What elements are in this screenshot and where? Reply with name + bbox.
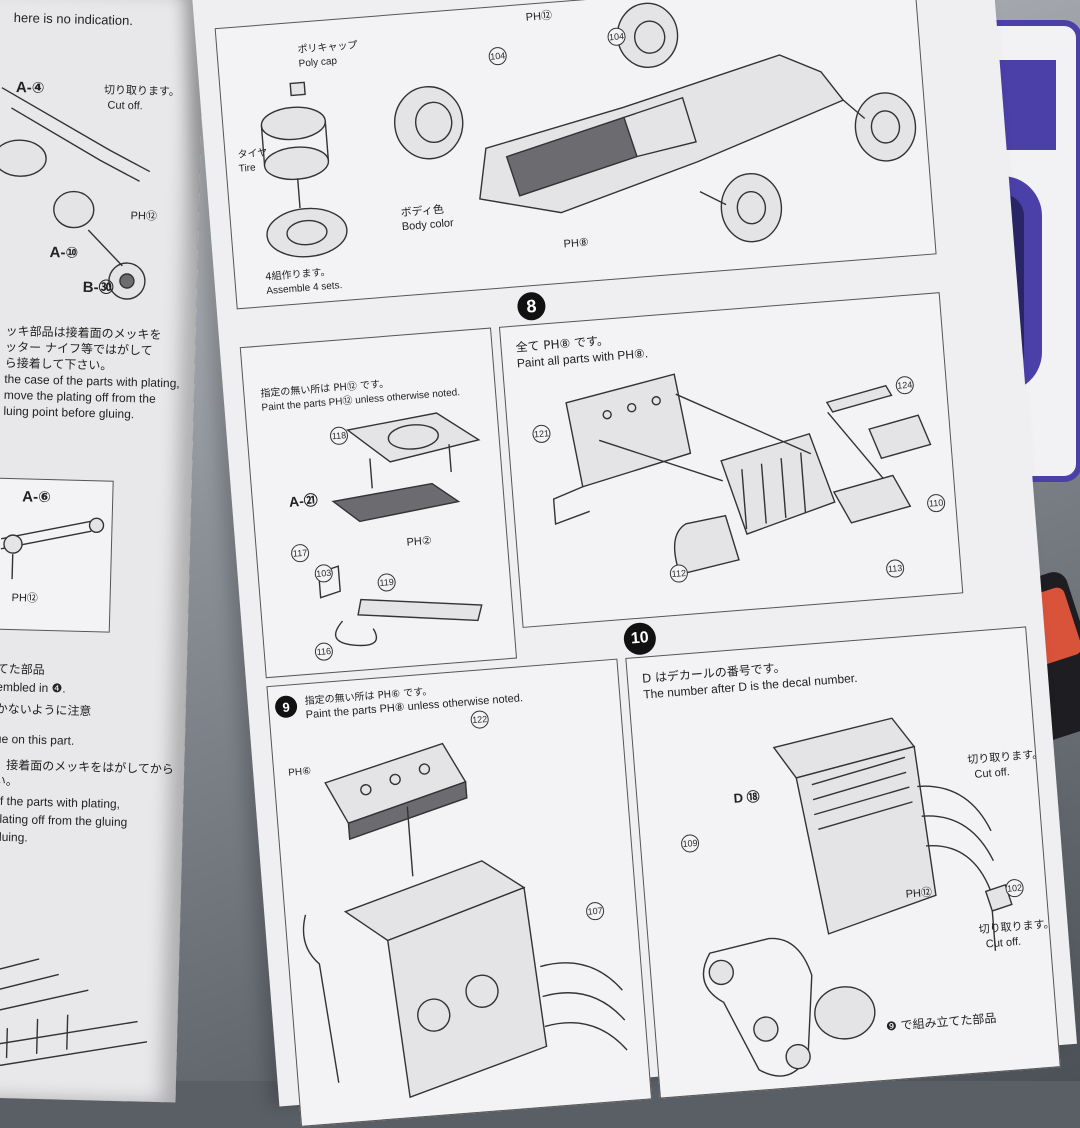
part-b30: B-㉚ bbox=[82, 278, 114, 297]
ph2-label: PH② bbox=[406, 534, 433, 549]
lower-line-8: plating off from the gluing bbox=[0, 811, 128, 830]
left-bottom-drawing bbox=[0, 958, 148, 1069]
lower-line-4: ue on this part. bbox=[0, 731, 75, 748]
step-8-badge: 8 bbox=[516, 291, 547, 322]
chassis-ph12: PH⑫ bbox=[525, 9, 553, 24]
engine-belt-panel: D はデカールの番号です。 The number after D is the … bbox=[625, 626, 1061, 1099]
fan-assembly-panel: 指定の無い所は PH⑫ です。 Paint the parts PH⑫ unle… bbox=[239, 327, 518, 679]
left-page: here is no indication. 切り取ります。 Cut off. … bbox=[0, 0, 205, 1103]
lower-line-1: てた部品 bbox=[0, 661, 45, 677]
chassis-drawing bbox=[260, 2, 917, 258]
decal-label: D ⑱ bbox=[733, 788, 761, 806]
lower-line-6: い。 bbox=[0, 773, 18, 789]
part-a10: A-⑩ bbox=[49, 243, 79, 262]
lower-line-5: 、接着面のメッキをはがしてから bbox=[0, 757, 174, 777]
step9-ph6: PH⑥ bbox=[287, 765, 312, 779]
a6-panel: A-⑥ PH⑫ bbox=[0, 477, 114, 633]
left-arm-drawing bbox=[0, 87, 151, 300]
wheel-assembly-panel: ポリキャップ Poly cap タイヤ Tire bbox=[214, 0, 937, 310]
lower-line-9: gluing. bbox=[0, 829, 28, 845]
lower-line-2: embled in ❹. bbox=[0, 679, 66, 696]
engine-block-drawing bbox=[552, 373, 932, 576]
ph12-label: PH⑫ bbox=[130, 210, 158, 223]
right-page: ポリキャップ Poly cap タイヤ Tire bbox=[190, 0, 1077, 1127]
chassis-ph8: PH⑧ bbox=[563, 236, 590, 251]
fan-drawing bbox=[317, 412, 483, 647]
lower-line-7: of the parts with plating, bbox=[0, 793, 121, 812]
cylinder-head-drawing bbox=[302, 742, 628, 1099]
ph12-label-b: PH⑫ bbox=[11, 592, 39, 605]
cut-en-2: Cut off. bbox=[985, 935, 1022, 951]
step-10-badge: 10 bbox=[622, 621, 658, 656]
plating-line-3: ら接着して下さい。 bbox=[4, 355, 113, 373]
step10-ph12: PH⑫ bbox=[905, 886, 933, 901]
cut-en-1: Cut off. bbox=[974, 766, 1011, 781]
a6-rod-drawing bbox=[0, 517, 105, 580]
cylinder-head-panel: 9 指定の無い所は PH⑥ です。 Paint the parts PH⑧ un… bbox=[266, 658, 653, 1127]
lower-line-3: かないように注意 bbox=[0, 701, 92, 719]
plating-line-6: luing point before gluing. bbox=[3, 403, 135, 422]
part-a21: A-㉑ bbox=[288, 491, 319, 510]
engine-block-panel: 全て PH⑧ です。 Paint all parts with PH⑧. 121… bbox=[498, 292, 964, 628]
engine-belt-drawing bbox=[702, 717, 1013, 1077]
left-top-note: here is no indication. bbox=[13, 9, 134, 29]
